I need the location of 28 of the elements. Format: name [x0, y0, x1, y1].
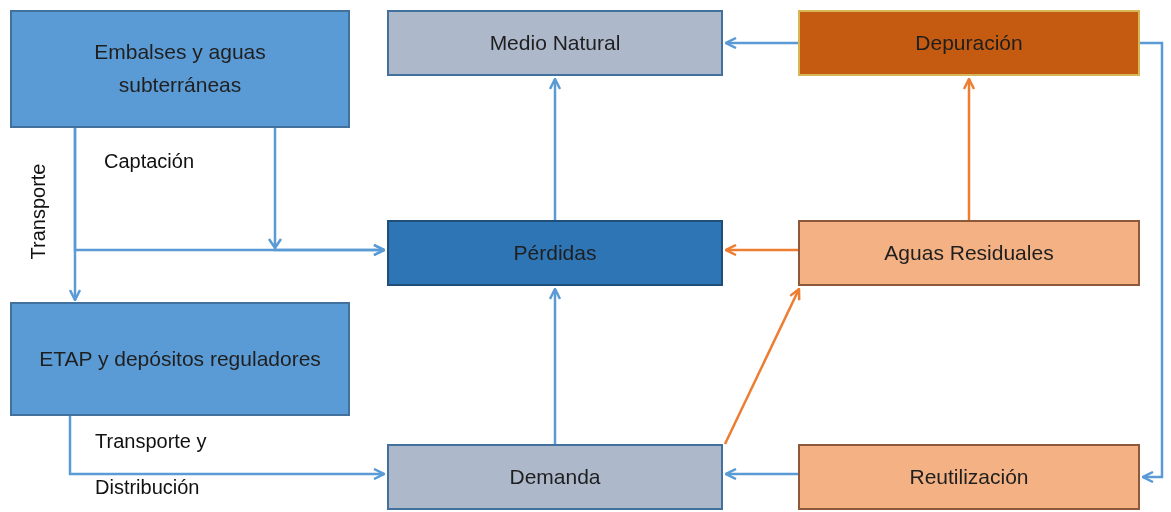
arrow: [723, 287, 801, 445]
arrow: [68, 416, 386, 481]
arrow: [1140, 41, 1164, 484]
arrow: [548, 77, 562, 220]
process-box: [387, 444, 723, 510]
process-box: [387, 220, 723, 286]
node-label: Embalses y aguas subterráneas: [93, 39, 267, 98]
node-label: Depuración: [914, 29, 1024, 56]
treatment-box: [10, 302, 350, 416]
source-box: [10, 10, 350, 128]
arrow: [724, 36, 798, 50]
node-label: Aguas Residuales: [883, 239, 1055, 266]
arrow: [962, 77, 976, 220]
destination-box: [387, 10, 723, 76]
process-box: [798, 444, 1140, 510]
node-label: ETAP y depósitos reguladores: [38, 345, 322, 372]
arrow: [724, 467, 798, 481]
edge-label: Transporte y Distribución: [95, 429, 208, 500]
node-label: Medio Natural: [488, 29, 622, 56]
arrow: [724, 243, 798, 257]
process-box: [798, 220, 1140, 286]
node-label: Demanda: [508, 463, 602, 490]
node-label: Pérdidas: [512, 239, 598, 266]
edge-label: Captación: [104, 150, 195, 173]
arrow: [267, 126, 386, 257]
node-label: Reutilización: [908, 463, 1030, 490]
treatment-box: [798, 10, 1140, 76]
arrow: [548, 287, 562, 444]
